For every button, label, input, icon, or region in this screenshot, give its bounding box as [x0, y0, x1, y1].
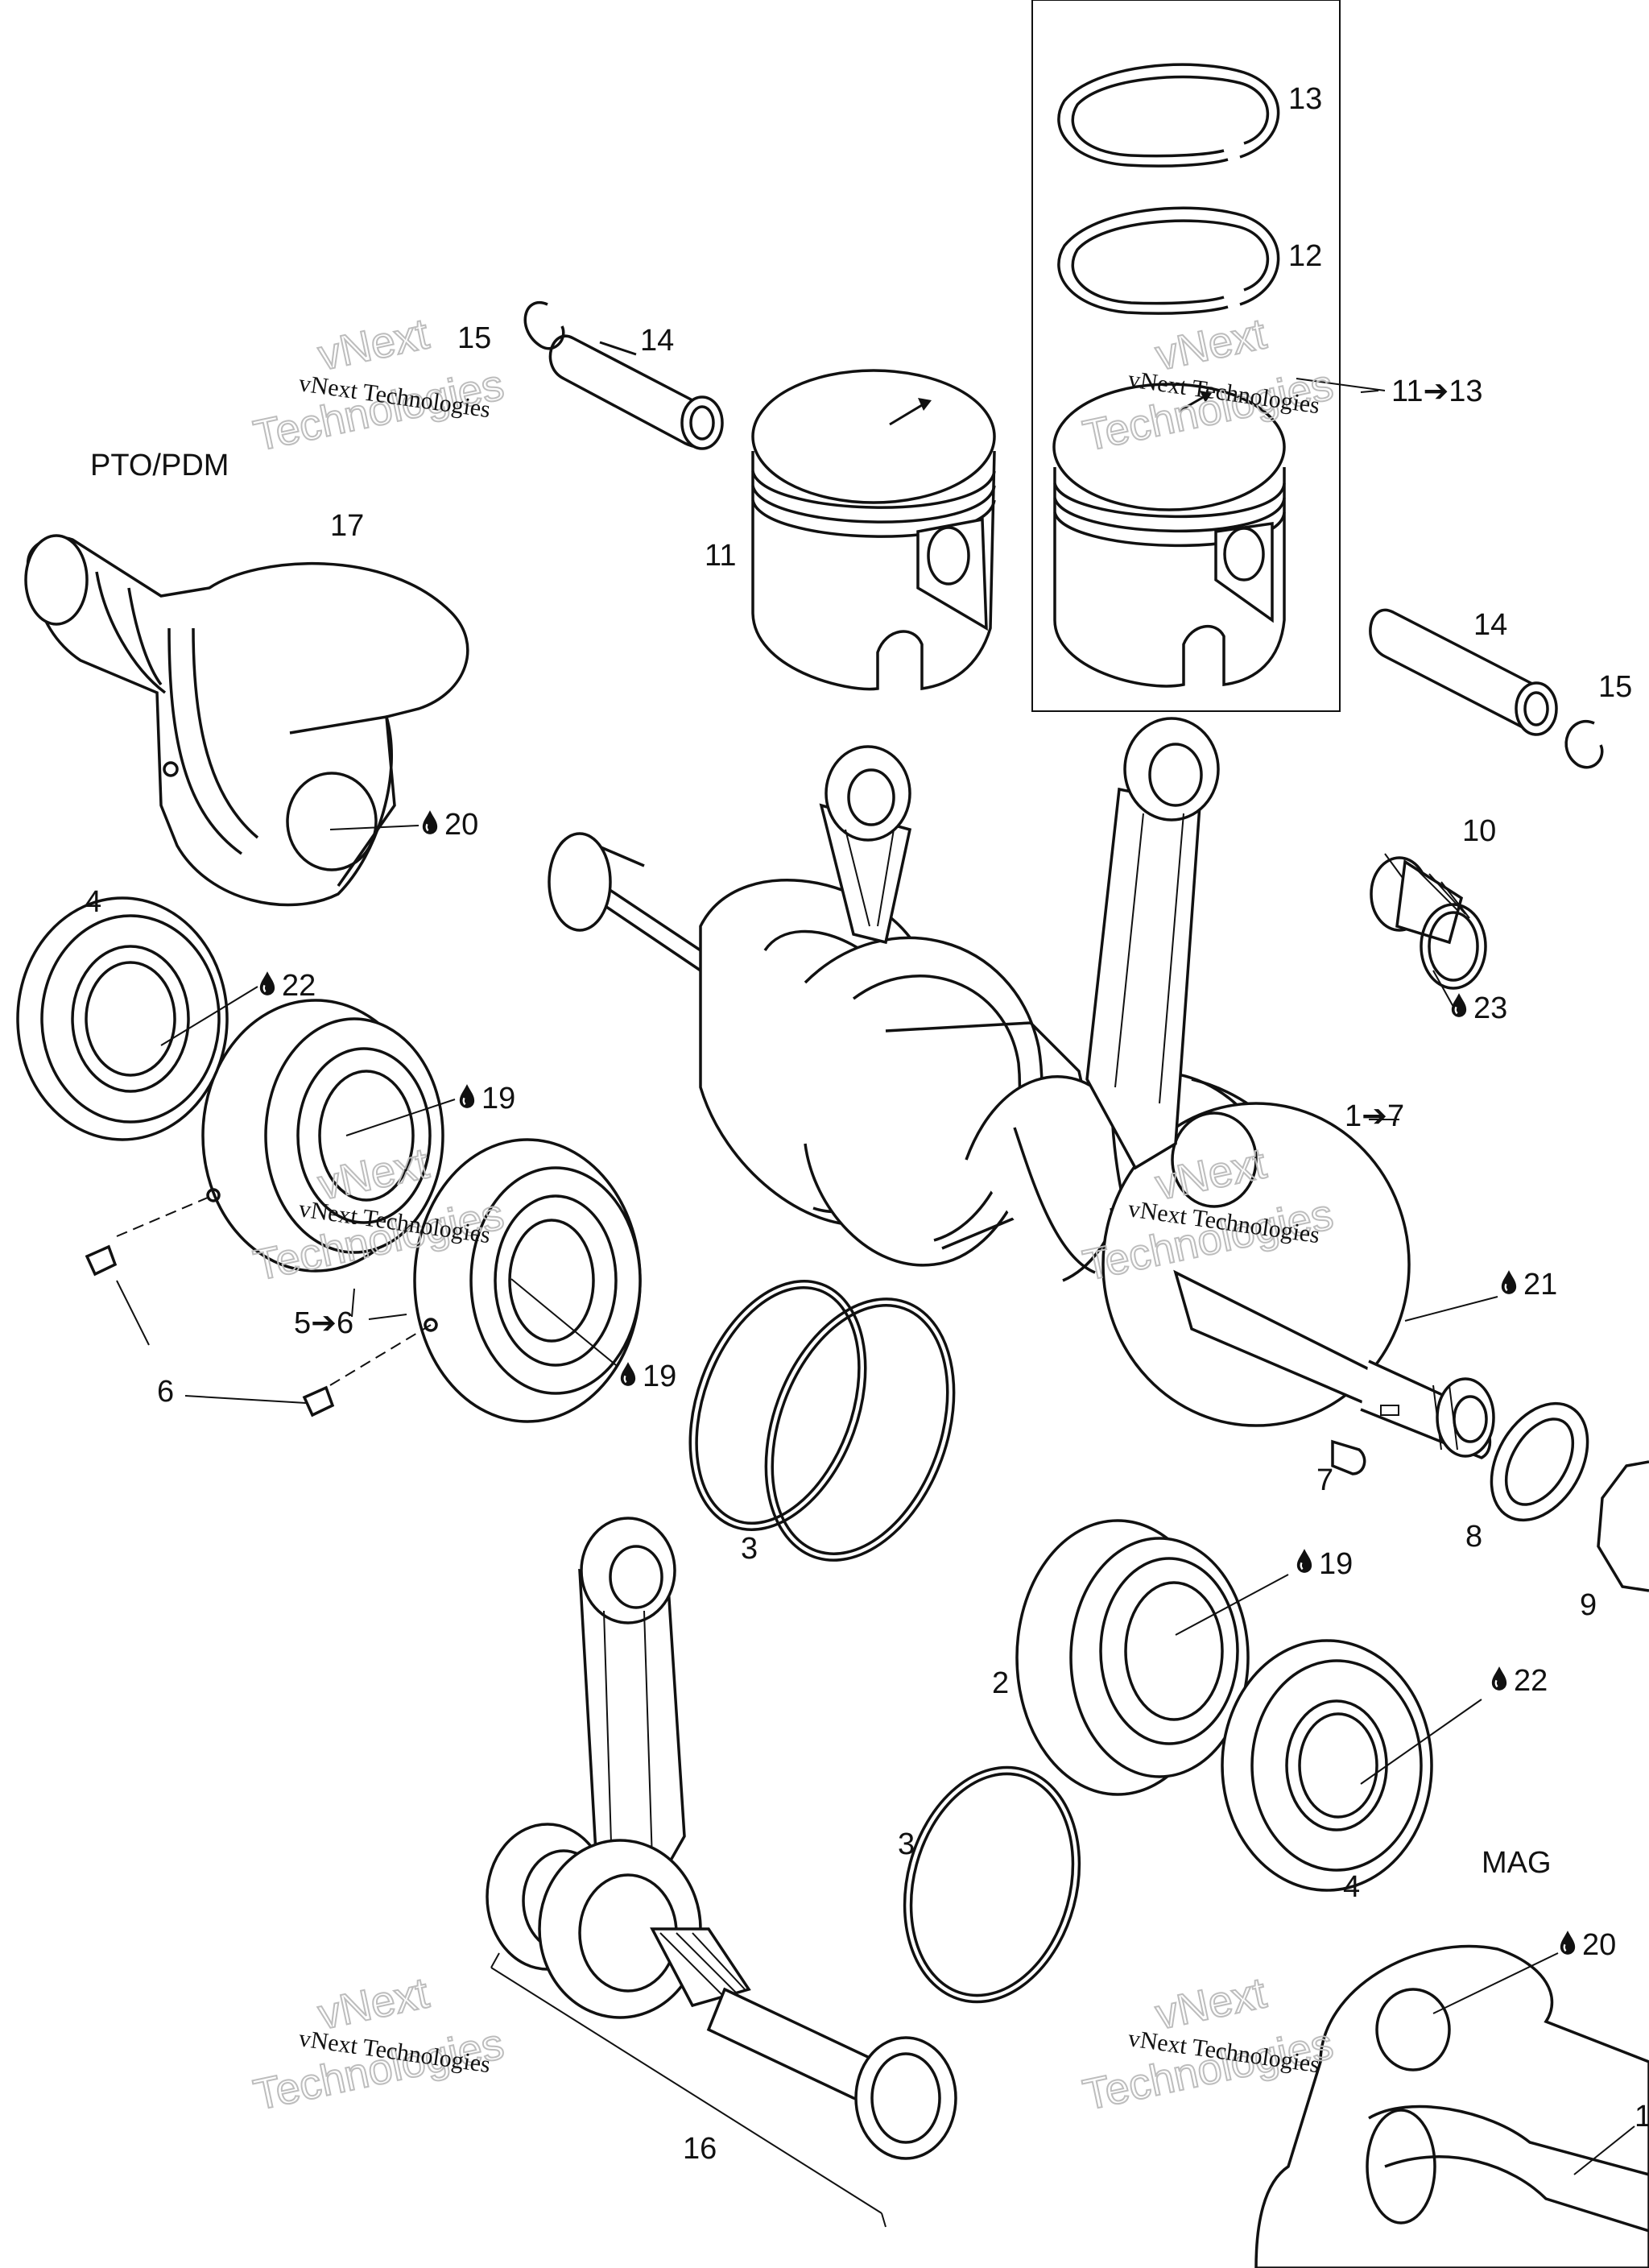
o-ring-3-c: [903, 1765, 1081, 2004]
lubricant-icon-23: [1450, 992, 1468, 1018]
callout-15-top: 15: [457, 321, 491, 355]
circlip-15-top: [523, 301, 565, 350]
needle-bearing-10: [1370, 856, 1487, 990]
callout-16: 16: [683, 2132, 717, 2166]
callout-23: 23: [1473, 991, 1507, 1025]
piston-kit-box: [1031, 0, 1341, 712]
lubricant-icon-19c: [1296, 1548, 1313, 1574]
lubricant-icon-20a: [421, 809, 439, 835]
lubricant-icon-21: [1500, 1269, 1518, 1295]
callout-1-edge: 1: [1635, 2100, 1649, 2133]
bearing-19-pto-b: [413, 1138, 642, 1423]
crankshaft-half-mag: [1254, 1944, 1649, 2268]
callout-19-pto-b: 19: [643, 1360, 676, 1393]
callout-19-pto-a: 19: [481, 1082, 515, 1115]
callout-17: 17: [330, 509, 364, 543]
lubricant-icon-19b: [619, 1361, 637, 1387]
woodruff-key-7: [1331, 1439, 1366, 1475]
lock-washer-8: [1490, 1401, 1589, 1522]
dowel-pin-6-b: [302, 1385, 335, 1418]
circlip-15-right: [1564, 720, 1604, 769]
callout-15-right: 15: [1598, 670, 1632, 704]
watermark-bottom-right: vNext Technologies vNext Technologies: [1078, 1968, 1338, 2120]
piston-11: [751, 369, 996, 691]
callout-14-right: 14: [1473, 608, 1507, 642]
section-label-mag: MAG: [1482, 1846, 1552, 1880]
callout-3-a: 3: [741, 1532, 758, 1566]
callout-22-mag: 22: [1514, 1664, 1548, 1698]
callout-6: 6: [157, 1375, 174, 1409]
callout-8: 8: [1465, 1520, 1482, 1554]
dowel-pin-6-a: [85, 1244, 118, 1277]
connecting-rod-left: [819, 745, 912, 945]
piston-ring-13: [1057, 63, 1280, 168]
callout-19-mag: 19: [1319, 1547, 1353, 1581]
svg-text:vNext: vNext: [314, 309, 433, 379]
callout-22-pto: 22: [282, 969, 316, 1003]
oil-seal-4-pto: [16, 896, 229, 1141]
callout-7: 7: [1316, 1463, 1333, 1497]
o-ring-3-b: [764, 1297, 956, 1562]
nut-9: [1597, 1460, 1649, 1592]
callout-20-mag: 20: [1582, 1928, 1616, 1962]
connecting-rod-right: [1085, 717, 1220, 1170]
bearing-19-pto-a: [201, 999, 444, 1273]
callout-13: 13: [1288, 82, 1322, 116]
callout-21: 21: [1523, 1268, 1557, 1302]
callout-4-pto: 4: [85, 885, 101, 919]
callout-14-top: 14: [640, 324, 674, 358]
lubricant-icon-22b: [1490, 1666, 1508, 1691]
lubricant-icon-22a: [258, 971, 276, 996]
svg-text:vNext: vNext: [1151, 309, 1271, 379]
callout-11-to-13: 11➔13: [1391, 375, 1483, 408]
connecting-rod-kit-16: [486, 1517, 957, 2228]
callout-12: 12: [1288, 239, 1322, 273]
piston-ring-12: [1057, 206, 1280, 315]
piston-boxed: [1052, 383, 1286, 688]
crankshaft-half-17: [24, 534, 469, 907]
svg-text:vNext: vNext: [314, 1968, 433, 2038]
callout-10: 10: [1462, 814, 1496, 848]
callout-11: 11: [705, 539, 736, 573]
callout-5-to-6: 5➔6: [294, 1306, 353, 1340]
lubricant-icon-19a: [458, 1083, 476, 1109]
callout-9: 9: [1580, 1588, 1597, 1622]
callout-20-pto: 20: [444, 808, 478, 842]
callout-4-mag: 4: [1343, 1870, 1360, 1904]
crankshaft-assembly: [548, 832, 1495, 1459]
callout-1-to-7: 1➔7: [1345, 1099, 1404, 1133]
callout-3-b: 3: [898, 1827, 915, 1861]
o-ring-3-a: [688, 1280, 867, 1531]
lubricant-icon-20b: [1559, 1930, 1577, 1956]
wrist-pin-14-top: [548, 334, 724, 450]
watermark-bottom-left: vNext Technologies vNext Technologies: [249, 1968, 509, 2120]
bearing-2-mag: [1015, 1519, 1250, 1796]
section-label-pto: PTO/PDM: [90, 449, 229, 482]
svg-text:vNext: vNext: [1151, 1968, 1271, 2038]
callout-2: 2: [992, 1666, 1009, 1700]
oil-seal-4-mag: [1221, 1639, 1433, 1892]
wrist-pin-14-right: [1369, 608, 1558, 736]
